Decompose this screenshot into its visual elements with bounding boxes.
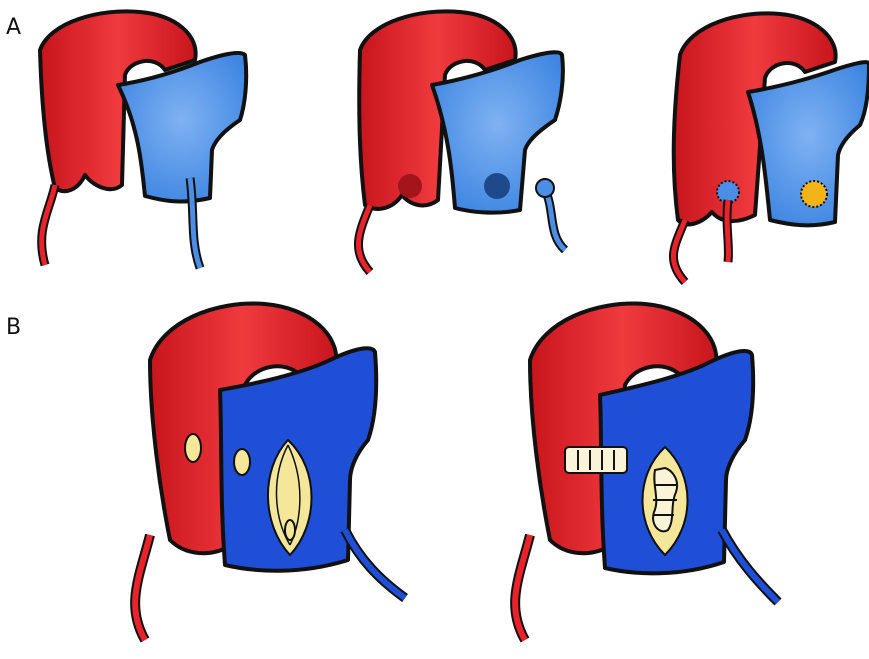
baffle-patch (565, 447, 627, 473)
panel-a-heart-2 (358, 11, 565, 272)
coronary-ostium-left (185, 434, 201, 462)
coronary-ostium-right (234, 449, 250, 475)
reimplanted-coronary-button (717, 181, 739, 203)
panel-label-a: A (6, 15, 21, 40)
panel-a-heart-1 (40, 11, 246, 268)
panel-b-heart-2 (515, 304, 778, 640)
pulmonary-ostium (484, 173, 510, 199)
pulmonary-trunk (118, 53, 246, 202)
valve-ostium (285, 520, 295, 540)
panel-a-heart-3 (673, 13, 869, 282)
panel-b-heart-1 (135, 304, 405, 640)
coronary-button-blue (536, 179, 554, 197)
pericardial-patch (801, 181, 827, 207)
panel-label-b: B (6, 315, 21, 340)
aortic-ostium (398, 174, 422, 198)
